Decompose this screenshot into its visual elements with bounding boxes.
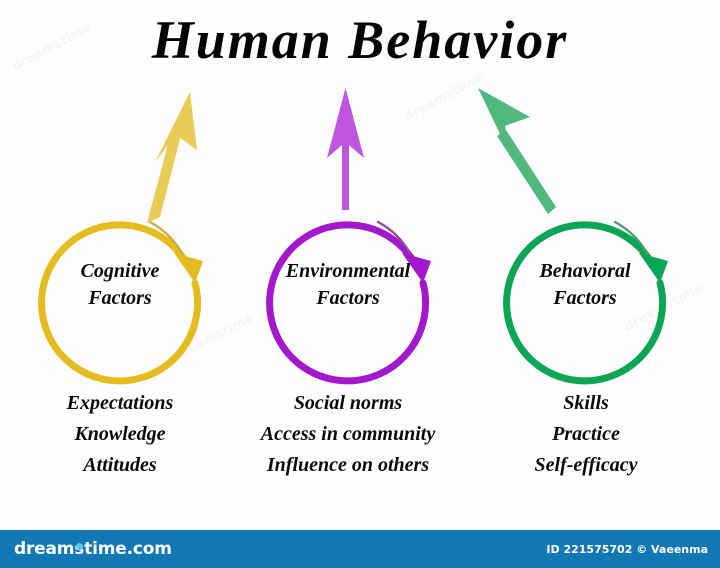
- logo-dot-icon: [76, 543, 83, 550]
- arrow-shaft-environmental: [342, 128, 349, 210]
- node-behavioral-graphic: [478, 88, 668, 385]
- list-behavioral: Skills Practice Self-efficacy: [476, 388, 696, 481]
- node-cognitive-graphic: [38, 92, 203, 385]
- dreamstime-logo-text: dreamstime.com: [14, 539, 172, 559]
- list-item: Practice: [552, 423, 620, 445]
- list-cognitive: Expectations Knowledge Attitudes: [10, 388, 230, 481]
- circle-arrowhead-environmental: [402, 253, 431, 283]
- list-item: Influence on others: [266, 454, 430, 476]
- image-id-credit: ID 221575702 © Vaeenma: [546, 543, 708, 556]
- list-item: Skills: [563, 392, 609, 414]
- dreamstime-logo[interactable]: dreamstime.com: [14, 539, 172, 559]
- arrow-shaft-cognitive: [147, 131, 182, 223]
- list-item: Attitudes: [83, 454, 157, 476]
- list-item: Expectations: [66, 392, 174, 414]
- circle-arrowhead-behavioral: [639, 253, 668, 283]
- list-item: Access in community: [260, 423, 436, 445]
- circle-arrowhead-cognitive: [174, 253, 203, 283]
- list-item: Social norms: [293, 392, 403, 414]
- circle-ring-cognitive: [38, 221, 202, 385]
- list-item: Knowledge: [74, 423, 166, 445]
- arrow-shaft-behavioral: [497, 130, 556, 214]
- arrow-head-behavioral: [478, 88, 530, 157]
- list-item: Self-efficacy: [534, 454, 638, 476]
- circle-ring-environmental: [266, 221, 430, 385]
- diagram-graphic: [38, 88, 668, 385]
- arrow-head-environmental: [327, 88, 364, 158]
- node-environmental-graphic: [266, 88, 431, 385]
- arrow-head-cognitive: [155, 92, 197, 162]
- circle-ring-behavioral: [503, 221, 667, 385]
- page-title: Human Behavior: [151, 10, 569, 70]
- list-environmental: Social norms Access in community Influen…: [232, 388, 464, 481]
- watermark-footer-bar: dreamstime.com ID 221575702 © Vaeenma: [0, 528, 720, 568]
